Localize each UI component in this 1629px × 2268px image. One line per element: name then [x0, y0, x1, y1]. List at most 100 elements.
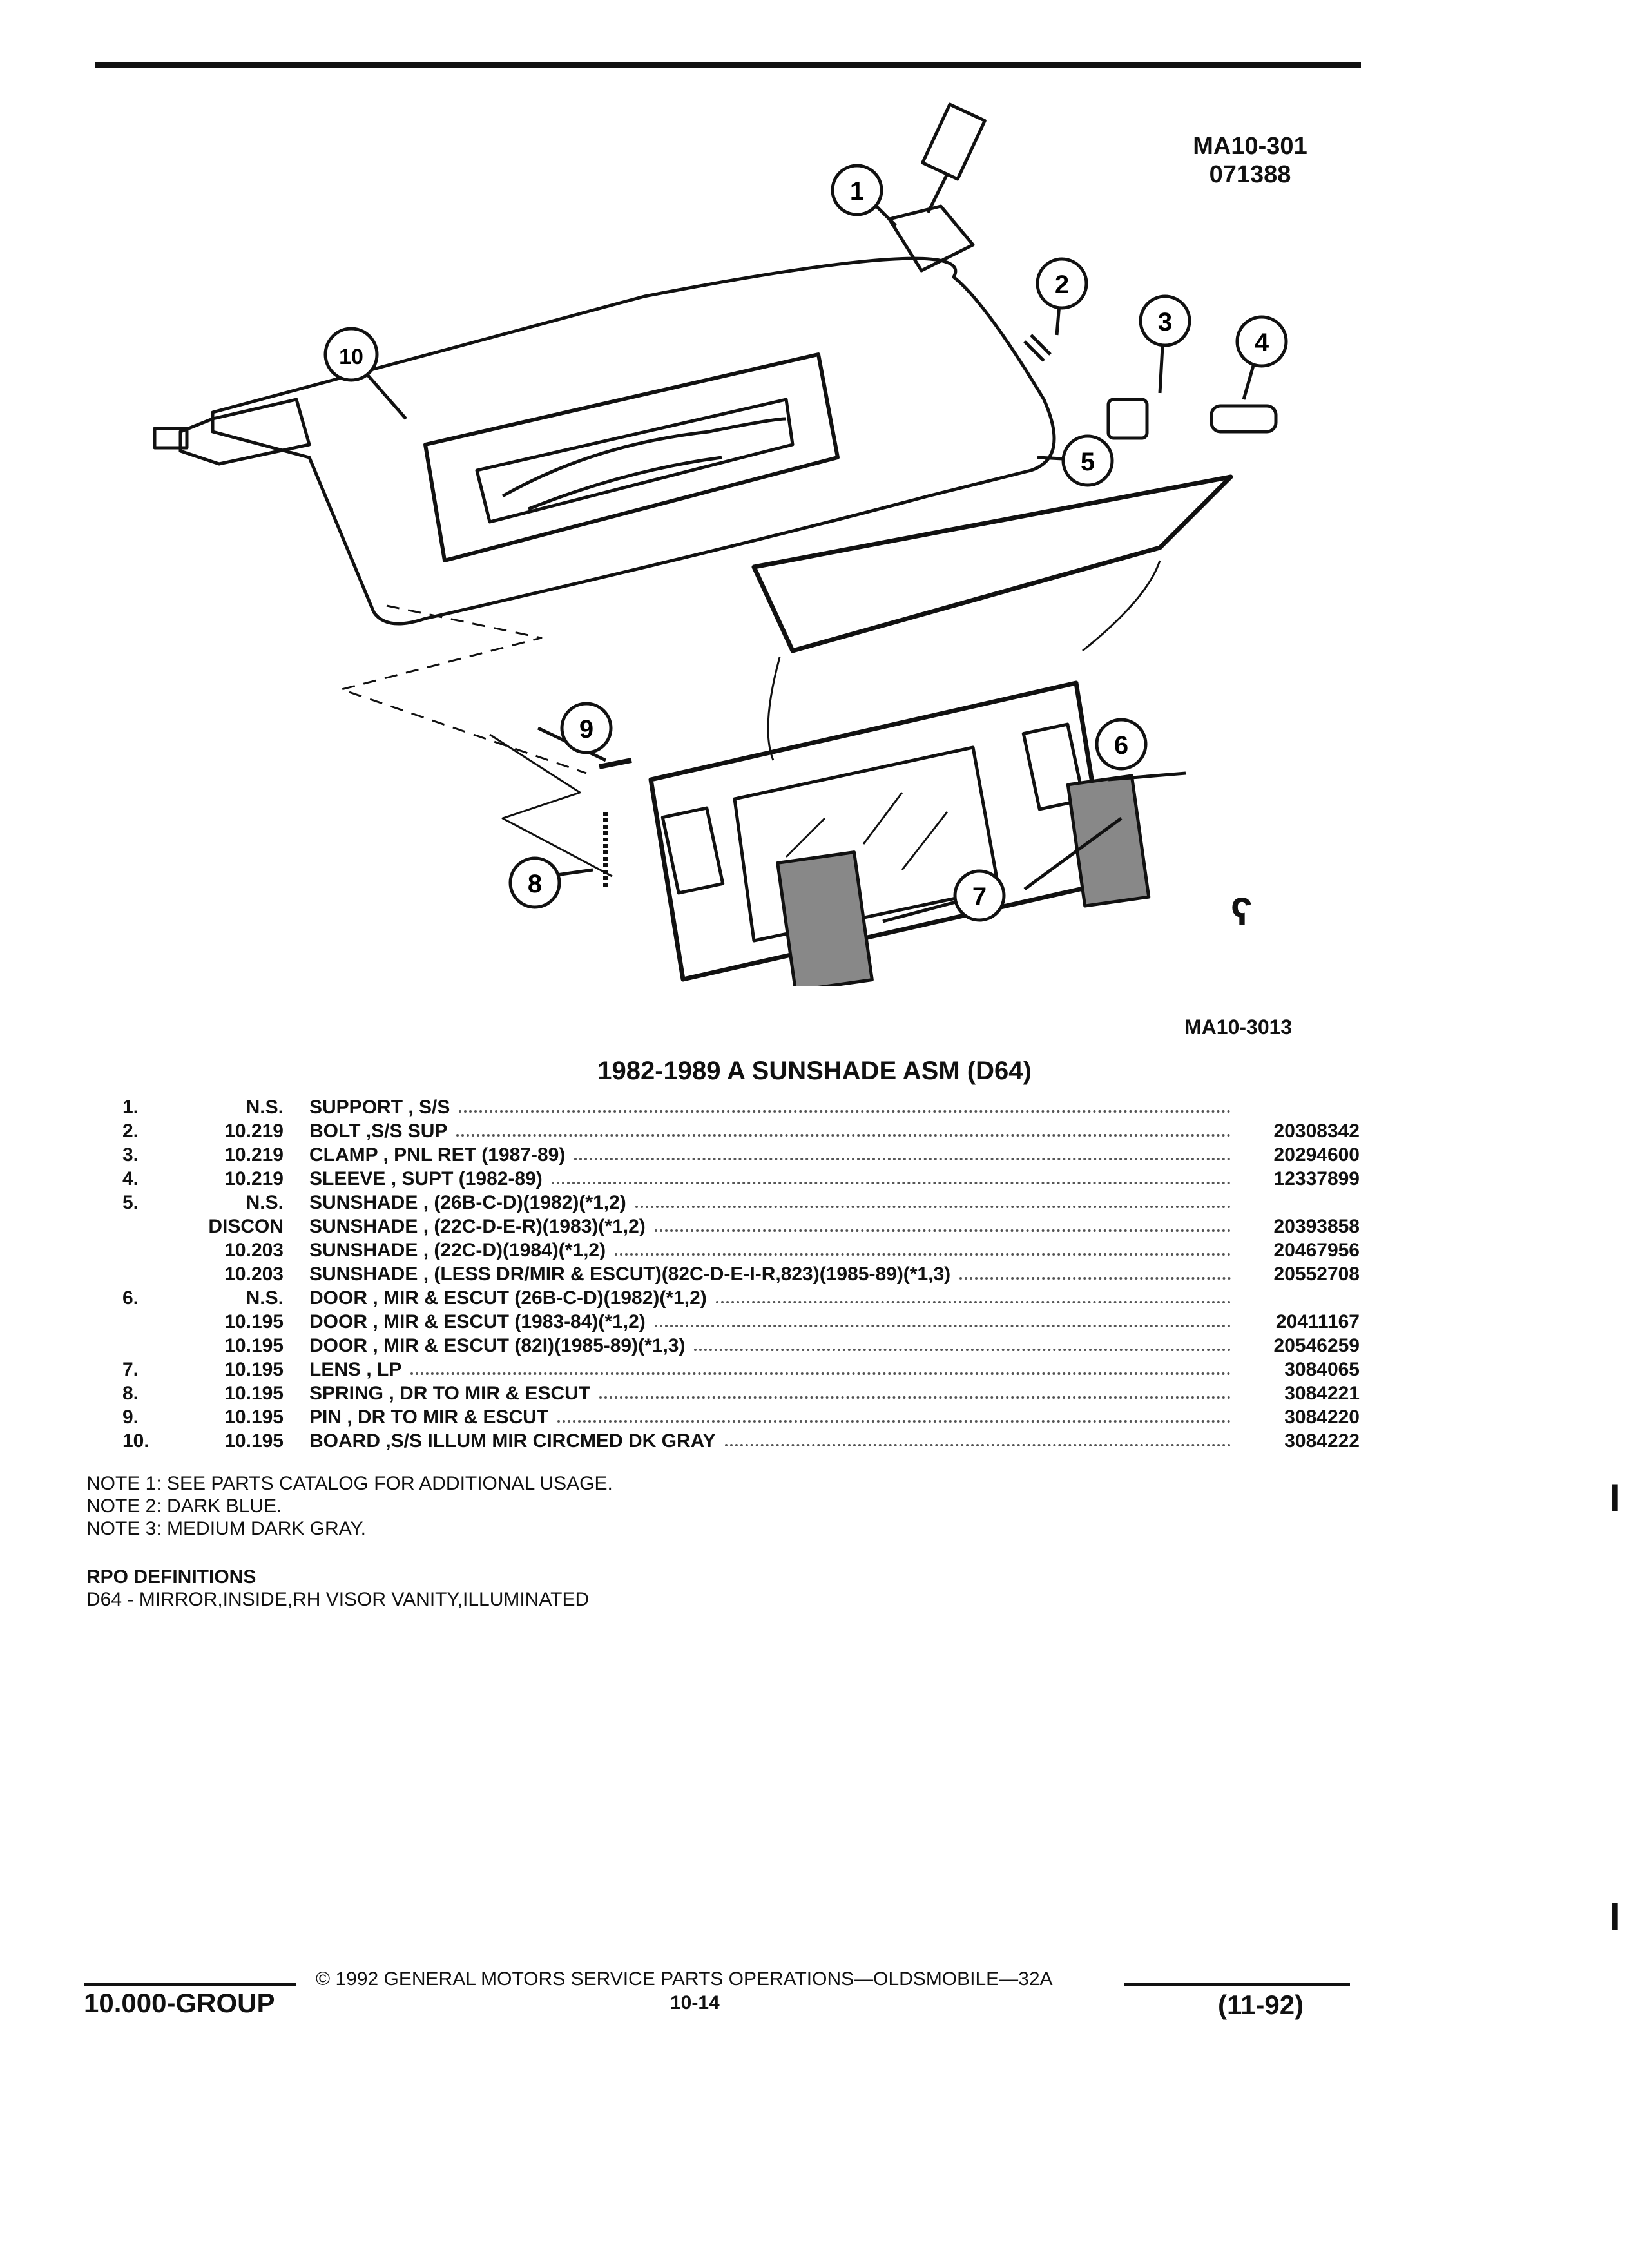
footer-rule-left — [84, 1983, 296, 1986]
part-number-index: 8. — [122, 1383, 139, 1404]
leader-dots — [456, 1134, 1231, 1137]
figure-ref: MA10-301 071388 — [1166, 132, 1334, 189]
lens-7-left — [776, 850, 874, 986]
part-description: DOOR , MIR & ESCUT (82I)(1985-89)(*1,3) — [309, 1335, 686, 1356]
footer-copyright: © 1992 GENERAL MOTORS SERVICE PARTS OPER… — [316, 1968, 1053, 1990]
part-number: 3084222 — [1284, 1430, 1360, 1452]
callout-label-6: 6 — [1114, 731, 1128, 760]
leader-dots — [694, 1349, 1231, 1351]
part-description: LENS , LP — [309, 1359, 402, 1380]
leader-dots — [552, 1182, 1231, 1184]
leader-dots — [655, 1229, 1231, 1232]
callout-9: 9 — [560, 702, 613, 754]
callout-5: 5 — [1061, 434, 1114, 487]
parts-row: 10.203 SUNSHADE , (LESS DR/MIR & ESCUT)(8… — [122, 1262, 1360, 1286]
footer-group: 10.000-GROUP — [84, 1988, 275, 2018]
clamp-3 — [1106, 398, 1149, 440]
part-description: SUNSHADE , (LESS DR/MIR & ESCUT)(82C-D-E… — [309, 1264, 951, 1285]
figure-bottom-ref: MA10-3013 — [1184, 1015, 1293, 1039]
leader-dots — [459, 1110, 1231, 1113]
part-number: 3084065 — [1284, 1359, 1360, 1380]
margin-mark-1: I — [1610, 1476, 1621, 1519]
note-2: NOTE 2: DARK BLUE. — [86, 1495, 282, 1517]
leader-dots — [599, 1396, 1231, 1399]
parts-row: 6.N.S.DOOR , MIR & ESCUT (26B-C-D)(1982)… — [122, 1286, 1360, 1310]
part-number: 3084220 — [1284, 1407, 1360, 1428]
callout-label-5: 5 — [1081, 448, 1095, 476]
part-description: PIN , DR TO MIR & ESCUT — [309, 1407, 549, 1428]
callout-3: 3 — [1139, 294, 1191, 347]
part-description: DOOR , MIR & ESCUT (1983-84)(*1,2) — [309, 1311, 646, 1332]
group-number: 10.195 — [224, 1359, 284, 1380]
part-number: 20308342 — [1273, 1120, 1360, 1142]
part-number-index: 9. — [122, 1407, 139, 1428]
bolt-2 — [1023, 334, 1052, 362]
group-number: N.S. — [246, 1097, 284, 1118]
support-bracket — [887, 204, 975, 273]
part-number: 20393858 — [1273, 1216, 1360, 1237]
notes-block: NOTE 1: SEE PARTS CATALOG FOR ADDITIONAL… — [86, 1472, 613, 1540]
rpo-definition: D64 - MIRROR,INSIDE,RH VISOR VANITY,ILLU… — [86, 1589, 590, 1610]
callout-circles: 1 2 3 4 5 6 7 8 9 10 — [323, 164, 1288, 922]
leader-dots — [557, 1420, 1231, 1423]
door-frame — [751, 474, 1233, 653]
part-description: SLEEVE , SUPT (1982-89) — [309, 1168, 543, 1189]
callout-label-7: 7 — [972, 883, 987, 911]
gm-logo-mark: ʕ — [1231, 890, 1253, 933]
part-description: BOARD ,S/S ILLUM MIR CIRCMED DK GRAY — [309, 1430, 716, 1452]
board-10 — [423, 352, 840, 562]
rod-end — [153, 427, 189, 450]
leader-dots — [725, 1444, 1231, 1446]
part-number-index: 4. — [122, 1168, 139, 1189]
leader-dots — [716, 1301, 1231, 1303]
part-number: 20467956 — [1273, 1240, 1360, 1261]
part-number-index: 6. — [122, 1287, 139, 1309]
part-number-index: 10. — [122, 1430, 149, 1452]
part-number-index: 1. — [122, 1097, 139, 1118]
callout-label-2: 2 — [1055, 271, 1069, 299]
lens-7-right — [1066, 774, 1151, 908]
top-rule — [95, 62, 1361, 68]
lamp-window-right — [1021, 722, 1086, 811]
part-description: SPRING , DR TO MIR & ESCUT — [309, 1383, 591, 1404]
callout-label-8: 8 — [528, 870, 542, 898]
part-description: SUNSHADE , (22C-D)(1984)(*1,2) — [309, 1240, 606, 1261]
callout-6: 6 — [1095, 718, 1148, 771]
group-number: 10.195 — [224, 1407, 284, 1428]
note-3: NOTE 3: MEDIUM DARK GRAY. — [86, 1518, 366, 1539]
group-number: 10.195 — [224, 1335, 284, 1356]
parts-row: 10.195 DOOR , MIR & ESCUT (82I)(1985-89)(… — [122, 1334, 1360, 1358]
footer-rule-right — [1124, 1983, 1350, 1986]
connector — [921, 102, 987, 181]
group-number: DISCON — [208, 1216, 284, 1237]
mirror-escutcheon — [648, 680, 1111, 982]
sleeve-4 — [1210, 404, 1278, 434]
part-description: SUPPORT , S/S — [309, 1097, 450, 1118]
callout-label-3: 3 — [1158, 308, 1172, 336]
group-number: 10.203 — [224, 1264, 284, 1285]
support-rod — [178, 398, 311, 466]
callout-label-4: 4 — [1255, 329, 1269, 357]
callout-1: 1 — [831, 164, 883, 216]
part-number: 3084221 — [1284, 1383, 1360, 1404]
callout-2: 2 — [1036, 257, 1088, 310]
group-number: 10.195 — [224, 1383, 284, 1404]
part-number: 20294600 — [1273, 1144, 1360, 1166]
group-number: 10.219 — [224, 1144, 284, 1166]
part-description: CLAMP , PNL RET (1987-89) — [309, 1144, 566, 1166]
callout-7: 7 — [953, 869, 1006, 922]
section-title: 1982-1989 A SUNSHADE ASM (D64) — [597, 1057, 1032, 1085]
leader-dots — [574, 1158, 1231, 1160]
leader-dots — [635, 1206, 1231, 1208]
callout-4: 4 — [1235, 315, 1288, 368]
leader-dots — [959, 1277, 1231, 1280]
leader-dots — [615, 1253, 1231, 1256]
sunshade-outline — [211, 256, 1056, 626]
